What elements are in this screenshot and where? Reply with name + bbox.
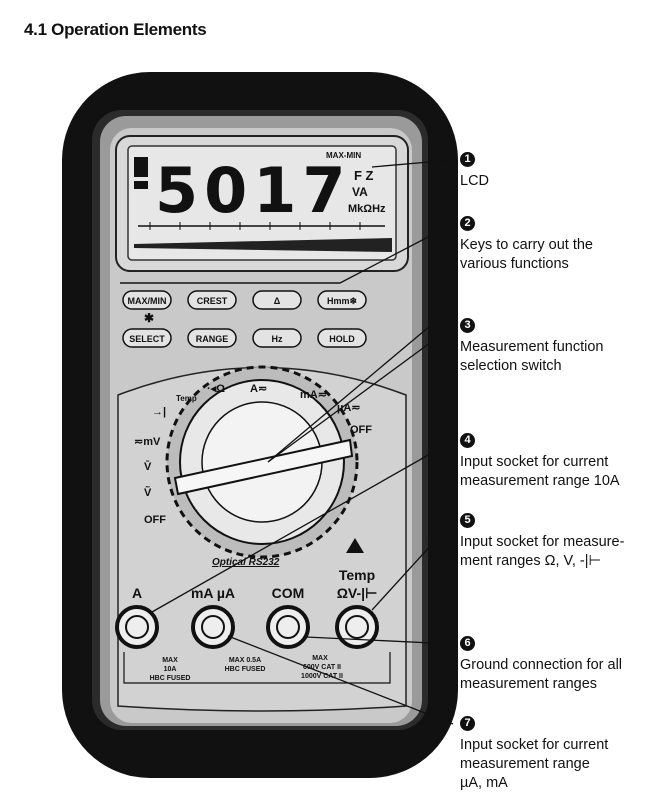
socket-v-ohm[interactable] (335, 605, 379, 649)
callout-3-line-1: Measurement function (460, 339, 604, 355)
socket-com-label: COM (272, 585, 305, 601)
callout-3-number: 3 (460, 318, 475, 333)
select-star: ✱ (144, 311, 154, 325)
select-key-label: SELECT (129, 334, 165, 344)
callout-5-number: 5 (460, 513, 475, 528)
callout-5-line-2: ment ranges Ω, V, -|⊢ (460, 553, 602, 569)
svg-text:HBC FUSED: HBC FUSED (150, 675, 191, 682)
svg-text:MAX: MAX (162, 657, 178, 664)
hold-key[interactable] (317, 328, 367, 348)
hz-key[interactable] (252, 328, 302, 348)
callout-7-line-3: µA, mA (460, 775, 508, 791)
callout-2-line-1: Keys to carry out the (460, 237, 593, 253)
dial-vdc: V̄ (144, 461, 152, 473)
socket-ma-ua[interactable] (191, 605, 235, 649)
page-title: 4.1 Operation Elements (24, 20, 207, 39)
socket-v-label: ΩV-|⊢ (337, 585, 378, 601)
callout-6-line-1: Ground connection for all (460, 657, 623, 673)
light-key-label: Hmm❄ (327, 296, 357, 306)
optical-port-label: Optical RS232 (212, 557, 280, 568)
socket-10a[interactable] (115, 605, 159, 649)
svg-text:1000V CAT II: 1000V CAT II (301, 673, 343, 680)
socket-temp-label: Temp (339, 567, 375, 583)
callout-5-line-1: Input socket for measure- (460, 534, 625, 550)
dial-off-right: OFF (350, 424, 372, 436)
light-key[interactable] (317, 290, 367, 310)
socket-a-label: A (132, 585, 142, 601)
dial-ohm: ·◂Ω (207, 383, 225, 395)
callout-2-number: 2 (460, 216, 475, 231)
lcd-reading: 5017 (155, 154, 352, 227)
callout-5-text: Input socket for measure- ment ranges Ω,… (460, 533, 624, 571)
lcd-fz: F Z (354, 168, 374, 183)
dial-ma: mA≂ (300, 389, 327, 401)
range-key-label: RANGE (196, 334, 229, 344)
socket-ma-ua-label: mA µA (191, 585, 235, 601)
range-key[interactable] (187, 328, 237, 348)
callout-1-number: 1 (460, 152, 475, 167)
max-min-key[interactable] (122, 290, 172, 310)
svg-text:MAX 0.5A: MAX 0.5A (229, 657, 261, 664)
callout-6-text: Ground connection for all measurement ra… (460, 656, 622, 694)
lcd-units: MkΩHz (348, 203, 386, 215)
callout-6-line-2: measurement ranges (460, 676, 598, 692)
callout-4-line-1: Input socket for current (460, 454, 609, 470)
callout-4-number: 4 (460, 433, 475, 448)
delta-key[interactable] (252, 290, 302, 310)
callout-2-line-2: various functions (460, 256, 569, 272)
hold-key-label: HOLD (329, 334, 355, 344)
callout-1-text: LCD (460, 172, 489, 191)
callout-7-line-1: Input socket for current (460, 737, 609, 753)
dial-vac: Ṽ (144, 486, 152, 499)
crest-key[interactable] (187, 290, 237, 310)
callout-6-number: 6 (460, 636, 475, 651)
lcd-max-min: MAX-MIN (326, 151, 361, 160)
callout-7-text: Input socket for current measurement ran… (460, 736, 608, 793)
callout-7-line-2: measurement range (460, 756, 590, 772)
callout-3-line-2: selection switch (460, 358, 562, 374)
selector-knob[interactable] (173, 438, 354, 496)
callout-2-text: Keys to carry out the various functions (460, 236, 593, 274)
svg-text:MAX: MAX (312, 655, 328, 662)
callout-4-line-2: measurement range 10A (460, 473, 620, 489)
svg-text:600V CAT II: 600V CAT II (303, 664, 341, 671)
callout-3-text: Measurement function selection switch (460, 338, 603, 376)
max-min-key-label: MAX/MIN (128, 296, 167, 306)
dial-diode: →| (152, 406, 166, 418)
lcd-va: VA (352, 185, 368, 199)
delta-key-label: Δ (274, 296, 281, 306)
svg-text:HBC FUSED: HBC FUSED (225, 666, 266, 673)
callout-4-text: Input socket for current measurement ran… (460, 453, 620, 491)
dial-amp: A≂ (250, 383, 267, 395)
dial-off-left: OFF (144, 514, 166, 526)
dial-temp: Temp (176, 394, 197, 403)
callout-7-number: 7 (460, 716, 475, 731)
crest-key-label: CREST (197, 296, 228, 306)
socket-com[interactable] (266, 605, 310, 649)
hz-key-label: Hz (272, 334, 283, 344)
select-key[interactable] (122, 328, 172, 348)
dial-ua: µA≂ (337, 402, 361, 414)
callout-1-line-1: LCD (460, 173, 490, 189)
svg-text:10A: 10A (164, 666, 177, 673)
dial-mv: ≂mV (134, 436, 161, 448)
